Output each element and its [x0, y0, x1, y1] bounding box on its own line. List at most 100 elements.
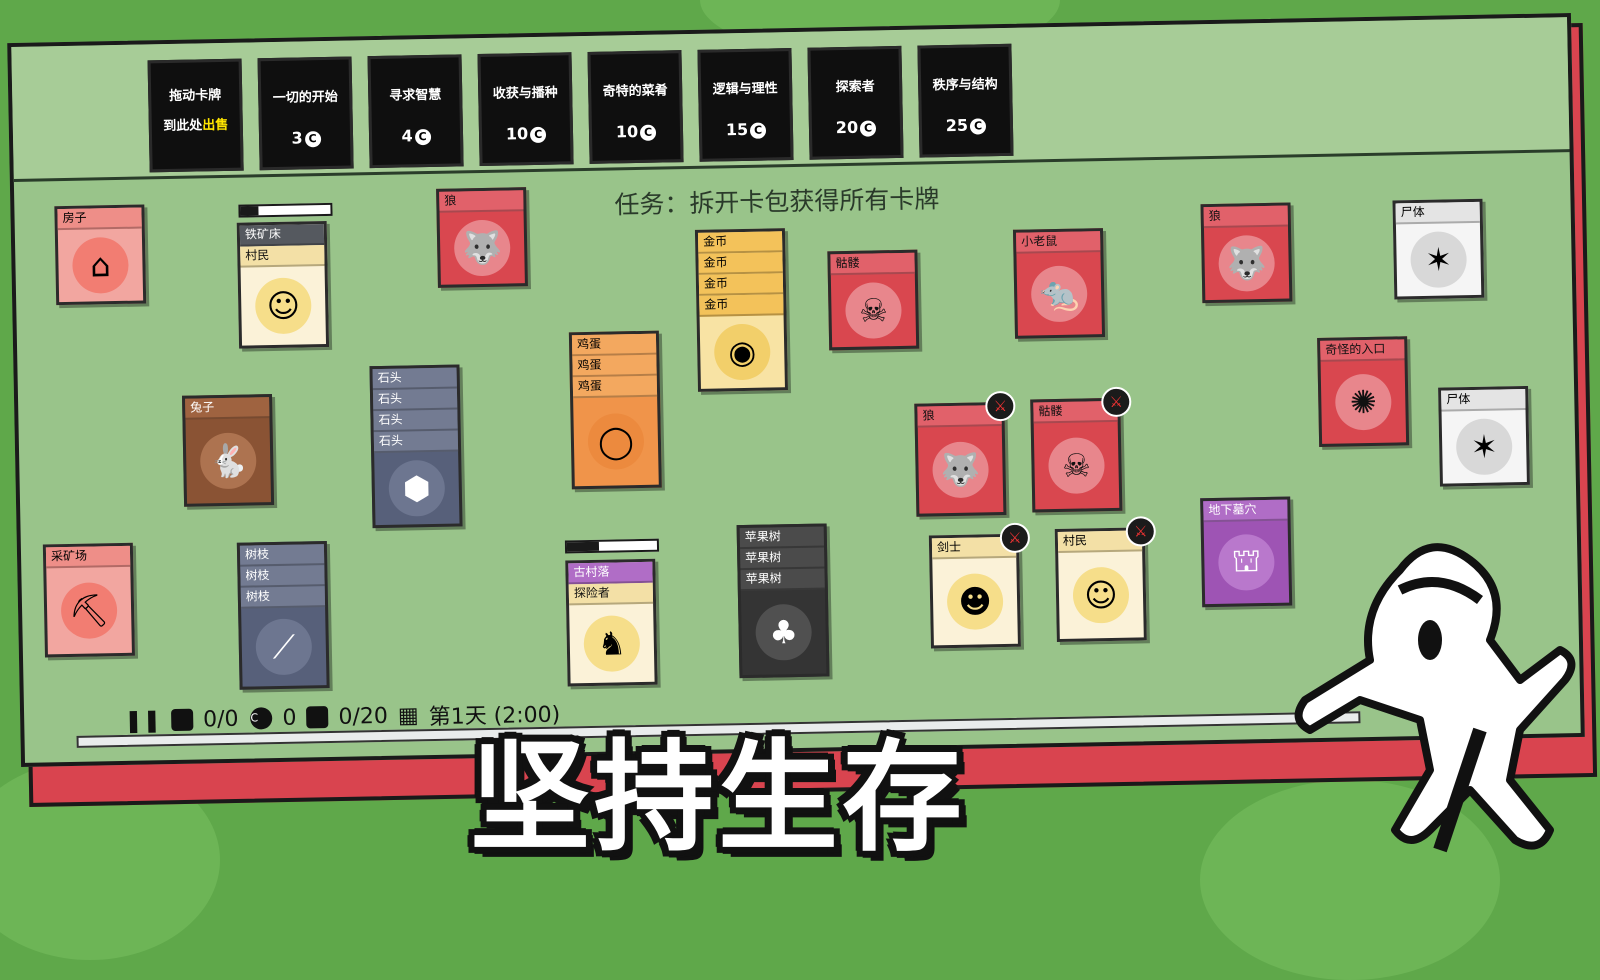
- coin-icon: C: [639, 124, 657, 141]
- house-icon: ⌂: [71, 236, 130, 294]
- sell-slot[interactable]: 拖动卡牌 到此处出售: [147, 58, 244, 173]
- stone-icon: ⬢: [388, 459, 446, 517]
- sword-icon: ⚔: [1101, 386, 1132, 418]
- explorer-icon: ♞: [583, 615, 641, 673]
- card-count: 0/20: [338, 703, 389, 730]
- mascot-villager-icon: [1294, 543, 1576, 853]
- card-label: 兔子: [185, 397, 270, 420]
- card-catacomb[interactable]: 地下墓穴 ⛫: [1200, 496, 1293, 608]
- pack-title: 逻辑与理性: [712, 81, 778, 98]
- rat-icon: 🐀: [1030, 265, 1088, 323]
- card-label: 鸡蛋: [572, 375, 658, 399]
- coin-icon: C: [969, 117, 987, 135]
- card-villager-combat[interactable]: ⚔ 村民 ☺: [1054, 516, 1157, 643]
- card-label: 小老鼠: [1016, 231, 1101, 254]
- card-stack-branches[interactable]: 树枝 树枝 树枝 ⟋: [236, 541, 330, 690]
- card-wolf[interactable]: 狼 🐺: [436, 187, 528, 288]
- card-stack-explorer[interactable]: 古村落 探险者 ♞: [565, 558, 658, 687]
- sell-slot-title: 拖动卡牌: [169, 87, 222, 104]
- card-label: 骷髅: [830, 252, 915, 276]
- card-swordsman-combat[interactable]: ⚔ 剑士 ☻: [928, 522, 1031, 649]
- corpse-icon: ✶: [1455, 418, 1513, 476]
- egg-icon: ◯: [587, 412, 645, 470]
- pause-icon[interactable]: ❚❚: [123, 707, 162, 734]
- card-wolf-combat[interactable]: ⚔ 狼 🐺: [914, 390, 1016, 517]
- explore-progress: [564, 538, 660, 554]
- card-label: 石头: [372, 388, 458, 412]
- slogan-text: 坚持生存: [470, 729, 966, 868]
- card-label: 奇怪的入口: [1320, 339, 1405, 362]
- villager-icon: ☺: [254, 277, 312, 335]
- card-corpse[interactable]: 尸体 ✶: [1438, 385, 1530, 487]
- card-label: 石头: [373, 409, 458, 433]
- card-stack-villager[interactable]: 铁矿床 村民 ☺: [236, 220, 330, 349]
- card-label: 金币: [697, 231, 783, 254]
- card-rabbit[interactable]: 兔子 🐇: [181, 394, 275, 507]
- card-label: 苹果树: [740, 568, 825, 592]
- card-skeleton[interactable]: 骷髅 ☠: [827, 249, 920, 351]
- food-count: 0/0: [202, 706, 239, 732]
- wolf-icon: 🐺: [1218, 234, 1276, 292]
- card-label: 苹果树: [739, 526, 825, 550]
- coin-icon: C: [250, 707, 273, 730]
- pack-title: 一切的开始: [272, 89, 338, 106]
- sword-icon: ⚔: [999, 522, 1031, 554]
- card-stack-coins[interactable]: 金币 金币 金币 金币 ◉: [694, 228, 789, 392]
- card-label: 金币: [699, 294, 784, 317]
- card-label: 鸡蛋: [572, 354, 657, 378]
- card-stack-apple-trees[interactable]: 苹果树 苹果树 苹果树 ♣: [736, 523, 830, 679]
- card-label: 苹果树: [740, 547, 825, 571]
- card-house[interactable]: 房子 ⌂: [54, 204, 147, 306]
- card-label: 尸体: [1395, 201, 1480, 225]
- coin-icon: C: [414, 128, 431, 145]
- coin-icon: C: [749, 122, 767, 139]
- corpse-icon: ✶: [1410, 231, 1468, 289]
- card-label: 地下墓穴: [1203, 499, 1288, 523]
- card-icon: [306, 706, 329, 729]
- card-corpse[interactable]: 尸体 ✶: [1392, 198, 1485, 300]
- card-label: 石头: [372, 367, 457, 391]
- card-label: 村民: [240, 245, 325, 268]
- card-label: 古村落: [568, 561, 653, 585]
- work-progress: [238, 202, 333, 218]
- rabbit-icon: 🐇: [199, 432, 257, 490]
- card-mine[interactable]: 采矿场 ⛏: [42, 542, 135, 658]
- card-rat[interactable]: 小老鼠 🐀: [1012, 228, 1106, 339]
- calendar-icon: ▦: [397, 702, 419, 729]
- swordsman-icon: ☻: [946, 573, 1004, 631]
- coin-icon: C: [304, 130, 321, 147]
- branch-icon: ⟋: [255, 618, 313, 676]
- wolf-icon: 🐺: [453, 219, 511, 277]
- villager-icon: ☺: [1072, 566, 1130, 624]
- card-label: 树枝: [240, 586, 326, 609]
- catacomb-icon: ⛫: [1217, 533, 1275, 591]
- sell-slot-subtitle: 到此处出售: [163, 117, 229, 135]
- card-strange-portal[interactable]: 奇怪的入口 ✺: [1317, 336, 1410, 447]
- card-stack-eggs[interactable]: 鸡蛋 鸡蛋 鸡蛋 ◯: [568, 330, 662, 490]
- card-stack-stones[interactable]: 石头 石头 石头 石头 ⬢: [369, 364, 463, 529]
- card-skeleton-combat[interactable]: ⚔ 骷髅 ☠: [1030, 386, 1132, 513]
- skeleton-icon: ☠: [844, 281, 903, 340]
- pack-title: 秩序与结构: [932, 77, 998, 94]
- pack-title: 探索者: [835, 79, 875, 96]
- sword-icon: ⚔: [985, 390, 1016, 422]
- quest-text: 任务：拆开卡包获得所有卡牌: [614, 184, 940, 220]
- card-wolf[interactable]: 狼 🐺: [1200, 202, 1293, 304]
- card-label: 铁矿床: [239, 224, 325, 247]
- minecart-icon: ⛏: [60, 582, 118, 640]
- card-label: 树枝: [239, 544, 325, 567]
- card-label: 狼: [1203, 205, 1288, 229]
- sword-icon: ⚔: [1125, 516, 1157, 547]
